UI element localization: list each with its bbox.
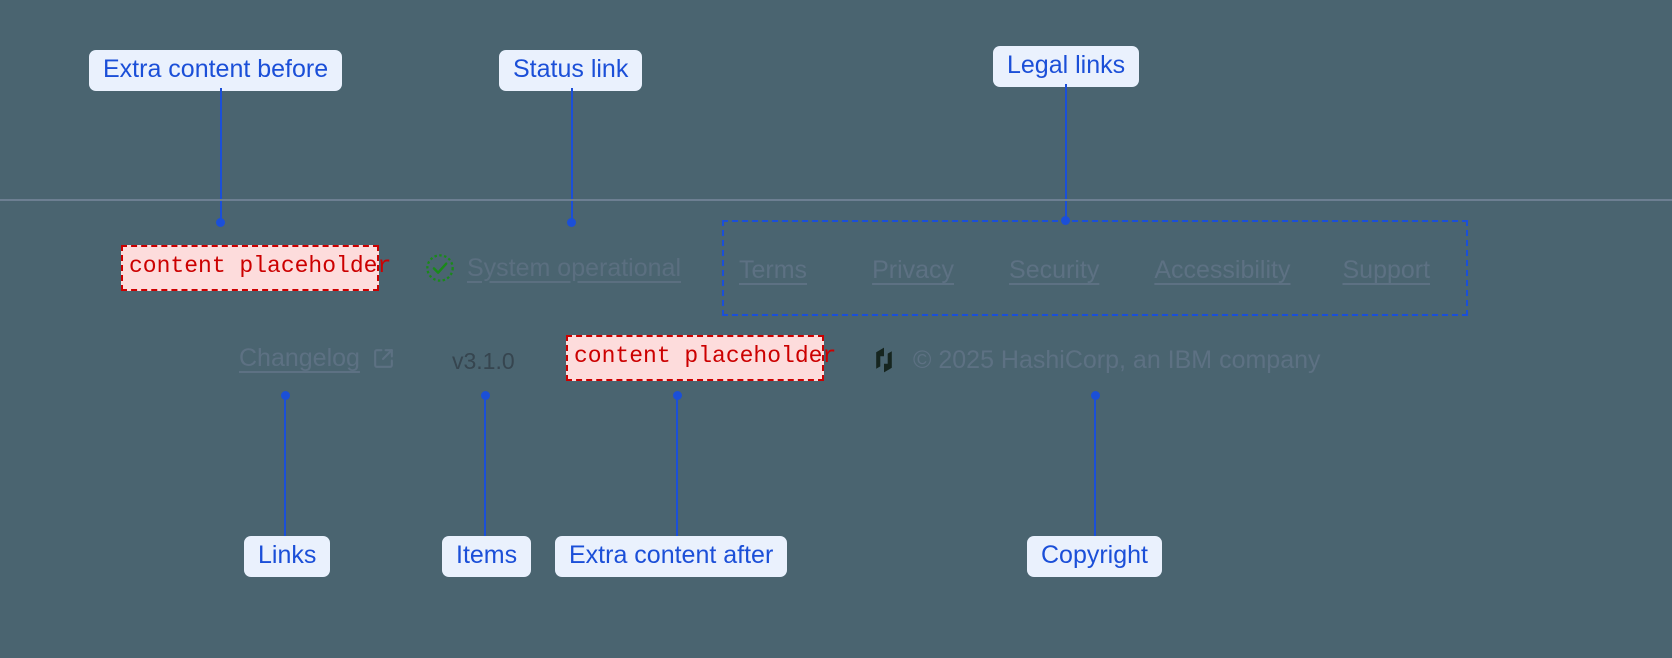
annotation-leader-line-links (284, 396, 286, 536)
annotation-dot-extra-content-before (216, 218, 225, 227)
annotation-leader-line-status-link (571, 88, 573, 222)
annotation-leader-line-legal-links (1065, 84, 1067, 220)
extra-content-after-placeholder: content placeholder (566, 335, 836, 381)
changelog-label: Changelog (239, 344, 360, 372)
version-label: v3.1.0 (452, 348, 515, 374)
annotation-dot-items (481, 391, 490, 400)
annotation-leader-line-copyright (1094, 396, 1096, 536)
legal-link-support[interactable]: Support (1342, 256, 1431, 284)
annotation-box-legal-links (722, 220, 1468, 316)
legal-link-security[interactable]: Security (1009, 256, 1100, 284)
status-link-label: System operational (467, 253, 682, 282)
extra-content-before-placeholder: content placeholder (121, 245, 391, 291)
annotation-label-extra-content-before: Extra content before (89, 50, 343, 91)
annotation-label-extra-content-after: Extra content after (555, 536, 788, 577)
legal-link-terms[interactable]: Terms (739, 256, 808, 284)
annotation-dot-copyright (1091, 391, 1100, 400)
copyright: © 2025 HashiCorp, an IBM company (869, 344, 1321, 376)
legal-links-list: Terms Privacy Security Accessibility Sup… (739, 256, 1430, 285)
annotation-label-copyright: Copyright (1027, 536, 1162, 577)
annotation-label-legal-links: Legal links (993, 46, 1140, 87)
footer-top-row: content placeholder System operational T… (0, 201, 1672, 321)
annotation-label-items: Items (442, 536, 532, 577)
check-circle-icon (426, 254, 454, 282)
annotation-dot-status-link (567, 218, 576, 227)
copyright-text: © 2025 HashiCorp, an IBM company (913, 345, 1321, 374)
changelog-link[interactable]: Changelog (239, 344, 396, 373)
annotation-label-status-link: Status link (499, 50, 643, 91)
hashicorp-logo (876, 347, 892, 373)
annotation-leader-line-extra-content-before (220, 88, 222, 222)
footer: content placeholder System operational T… (0, 199, 1672, 459)
annotation-dot-extra-content-after (673, 391, 682, 400)
external-link-icon (374, 349, 393, 368)
legal-link-privacy[interactable]: Privacy (872, 256, 955, 284)
annotation-leader-line-items (484, 396, 486, 536)
annotation-leader-line-extra-content-after (676, 396, 678, 536)
annotation-label-links: Links (244, 536, 331, 577)
annotation-dot-links (281, 391, 290, 400)
status-link[interactable]: System operational (425, 253, 681, 283)
legal-link-accessibility[interactable]: Accessibility (1154, 256, 1291, 284)
